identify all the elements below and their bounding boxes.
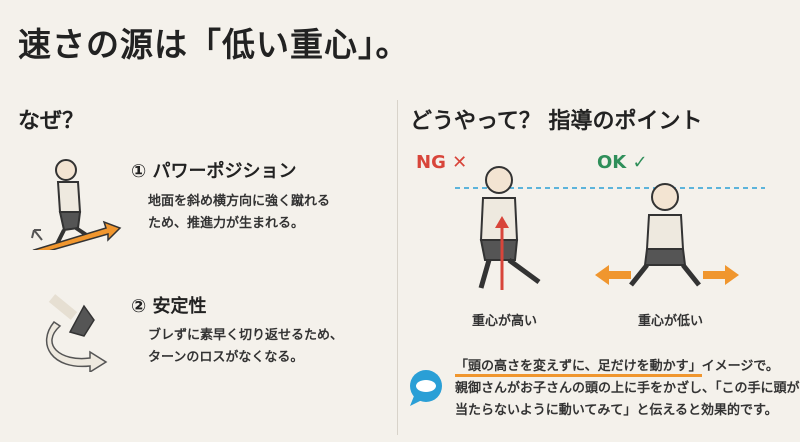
ng-caption: 重心が高い <box>472 314 538 329</box>
tip-line-1-rest: イメージで。 <box>701 359 779 374</box>
point-2-title: ② 安定性 <box>131 296 207 317</box>
point-2-text: ブレずに素早く切り返せるため、 ターンのロスがなくなる。 <box>148 325 343 369</box>
tip-highlight: 「頭の高さを変えずに、足だけを動かす」 <box>455 359 702 377</box>
how-heading: どうやって？ 指導のポイント <box>410 109 703 134</box>
head-height-guide-line <box>455 187 765 189</box>
tip-line-1: 「頭の高さを変えずに、足だけを動かす」イメージで。 <box>455 356 800 378</box>
foot-turn-arrow-icon <box>45 294 108 372</box>
point-1-line-2: ため、推進力が生まれる。 <box>148 216 305 231</box>
point-1-text: 地面を斜め横方向に強く蹴れる ため、推進力が生まれる。 <box>148 191 330 235</box>
column-divider <box>397 100 398 435</box>
point-2-line-1: ブレずに素早く切り返せるため、 <box>148 328 344 343</box>
page-title: 速さの源は「低い重心」。 <box>18 25 410 64</box>
ok-caption: 重心が低い <box>638 314 704 329</box>
ok-label: OK ✓ <box>597 152 648 173</box>
ok-text: OK <box>597 152 627 173</box>
check-icon: ✓ <box>632 152 648 173</box>
point-1-title: ① パワーポジション <box>131 161 297 182</box>
ng-text: NG <box>416 152 446 173</box>
runner-push-arrow-icon <box>31 159 122 250</box>
point-2-line-2: ターンのロスがなくなる。 <box>148 350 304 365</box>
tip-line-2: 親御さんがお子さんの頭の上に手をかざし、「この手に頭が <box>455 381 800 396</box>
high-center-figure <box>478 166 541 290</box>
low-center-figure <box>595 183 739 287</box>
speech-bubble-icon <box>410 370 442 406</box>
point-1-line-1: 地面を斜め横方向に強く蹴れる <box>148 194 331 209</box>
why-heading: なぜ？ <box>18 109 85 134</box>
tip-line-3: 当たらないように動いてみて」と伝えると効果的です。 <box>455 403 778 418</box>
cross-icon: ✕ <box>452 152 468 173</box>
ng-label: NG ✕ <box>416 152 467 173</box>
tip-text: 「頭の高さを変えずに、足だけを動かす」イメージで。 親御さんがお子さんの頭の上に… <box>455 356 800 422</box>
